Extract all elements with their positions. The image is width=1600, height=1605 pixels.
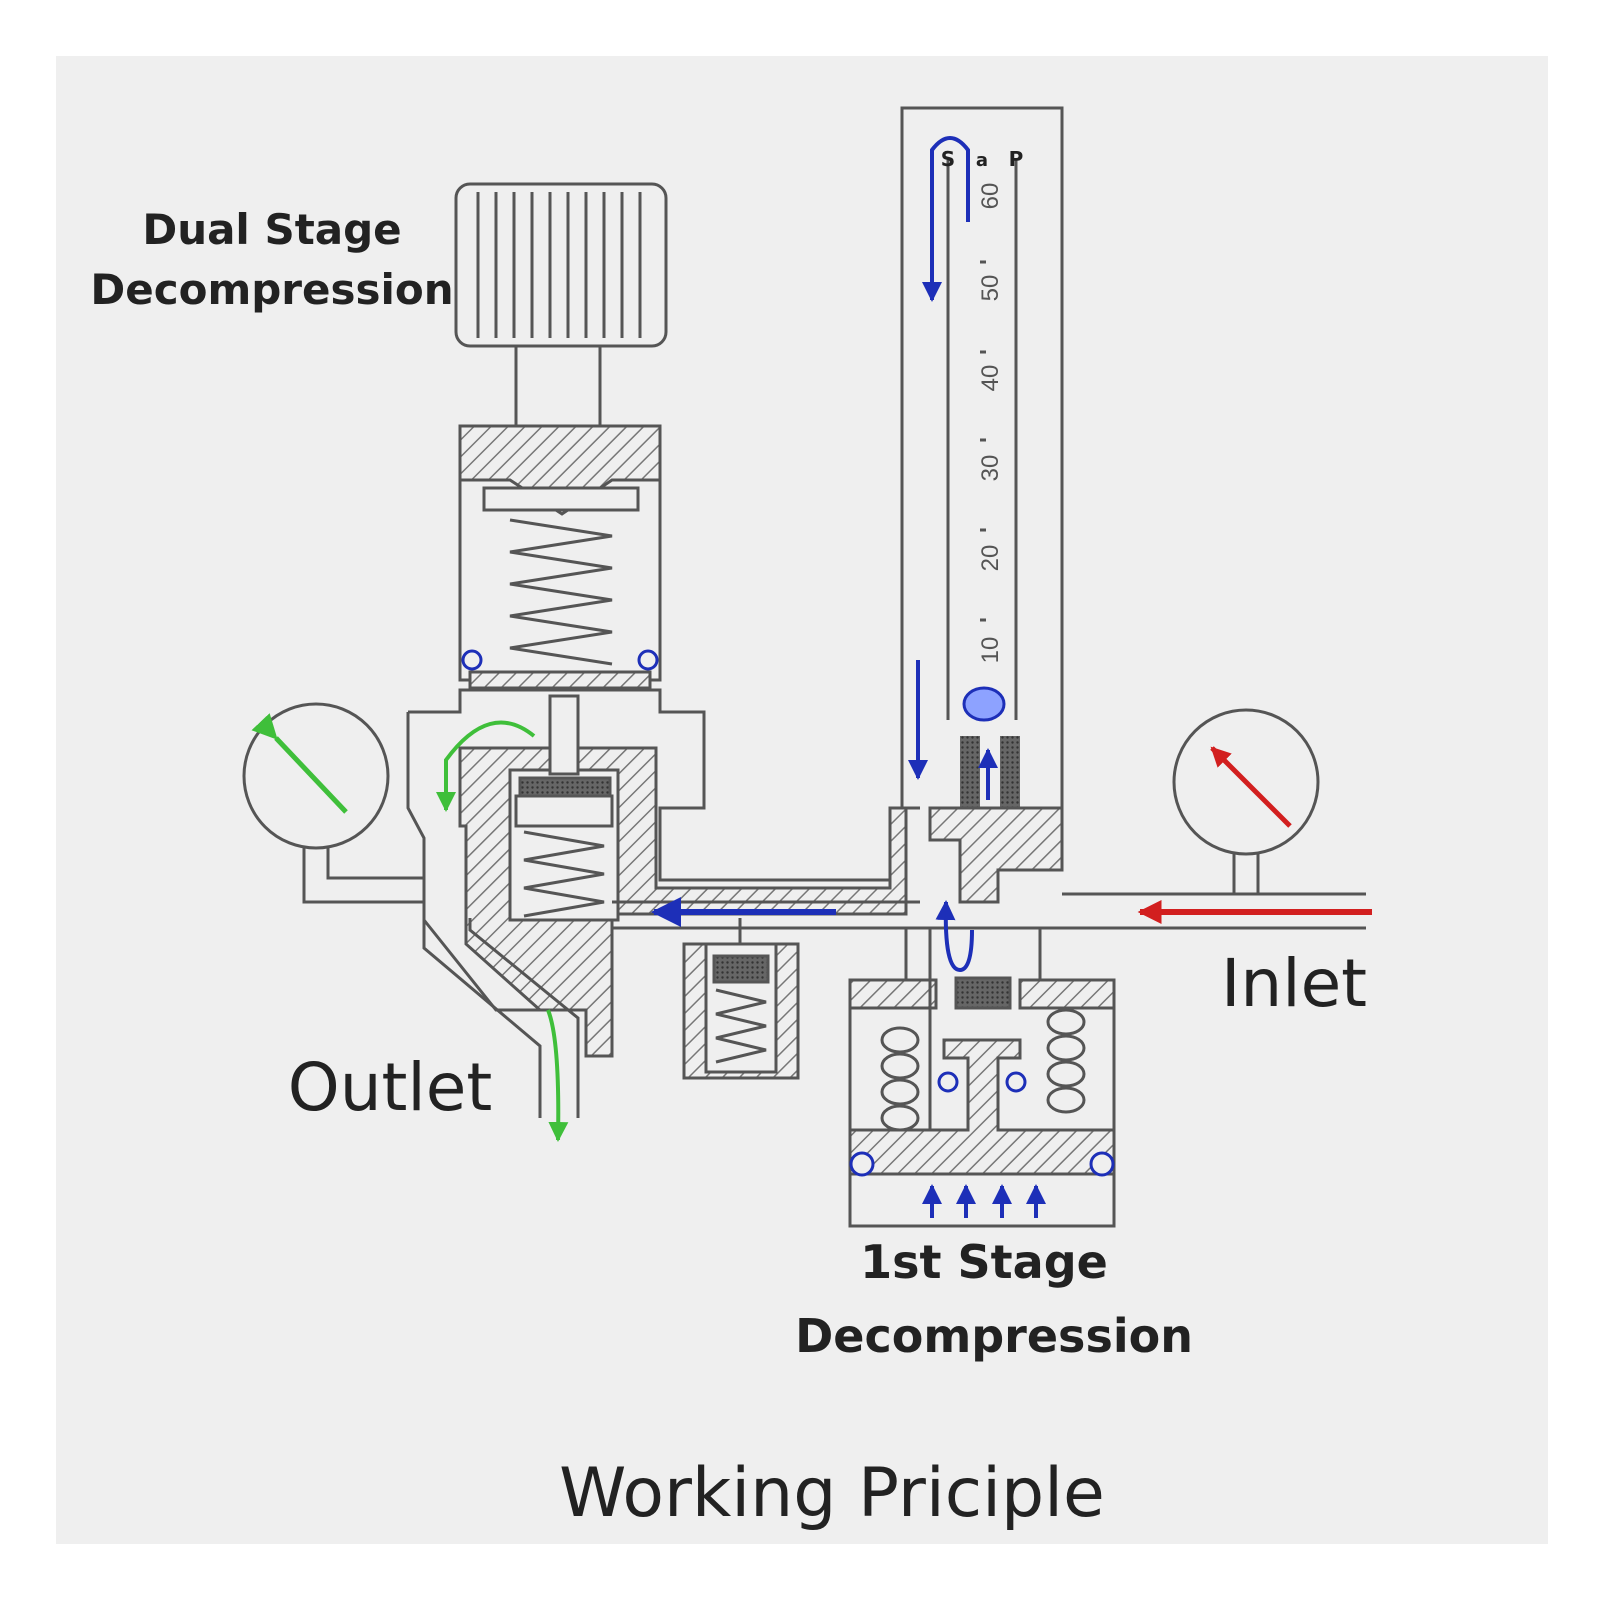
scale-30: 30 — [977, 455, 1004, 482]
label-dual-stage-line2: Decompression — [90, 265, 453, 314]
caption-title: Working Priciple — [559, 1454, 1105, 1533]
inlet-pipe — [1040, 892, 1366, 930]
scale-20: 20 — [977, 545, 1004, 572]
outlet-pipe — [422, 918, 580, 1118]
flow-arrows — [436, 136, 1372, 1218]
first-stage-flow-arrow — [935, 900, 974, 973]
scale-60: 60 — [977, 183, 1004, 210]
label-dual-stage-line1: Dual Stage — [142, 205, 401, 254]
label-outlet: Outlet — [288, 1049, 492, 1126]
flowmeter-header-a: a — [976, 150, 988, 171]
inlet-gauge — [1172, 708, 1320, 894]
first-stage-springs — [880, 1008, 1086, 1132]
flowmeter-float — [962, 686, 1006, 722]
first-stage-regulator — [848, 926, 1116, 1228]
label-first-stage-line1: 1st Stage — [860, 1235, 1108, 1289]
flowmeter — [900, 106, 1064, 904]
scale-50: 50 — [977, 275, 1004, 302]
flowmeter-header-s: S — [941, 147, 955, 171]
first-stage-inlet-arrows — [922, 1184, 1046, 1218]
label-first-stage-line2: Decompression — [795, 1309, 1193, 1363]
label-inlet: Inlet — [1221, 945, 1367, 1022]
outlet-gauge — [242, 702, 424, 904]
flowmeter-header-p: P — [1009, 147, 1024, 171]
outlet-flow-arrow-top — [436, 720, 536, 812]
outlet-flow-arrow-bottom — [546, 1009, 569, 1142]
flowmeter-tube — [900, 106, 1064, 808]
tube-flow-arrow-top — [922, 136, 970, 302]
lower-spring — [523, 830, 605, 918]
scale-10: 10 — [977, 637, 1004, 664]
scale-40: 40 — [977, 365, 1004, 392]
adjustment-knob — [454, 182, 668, 348]
upper-spring — [509, 518, 613, 666]
